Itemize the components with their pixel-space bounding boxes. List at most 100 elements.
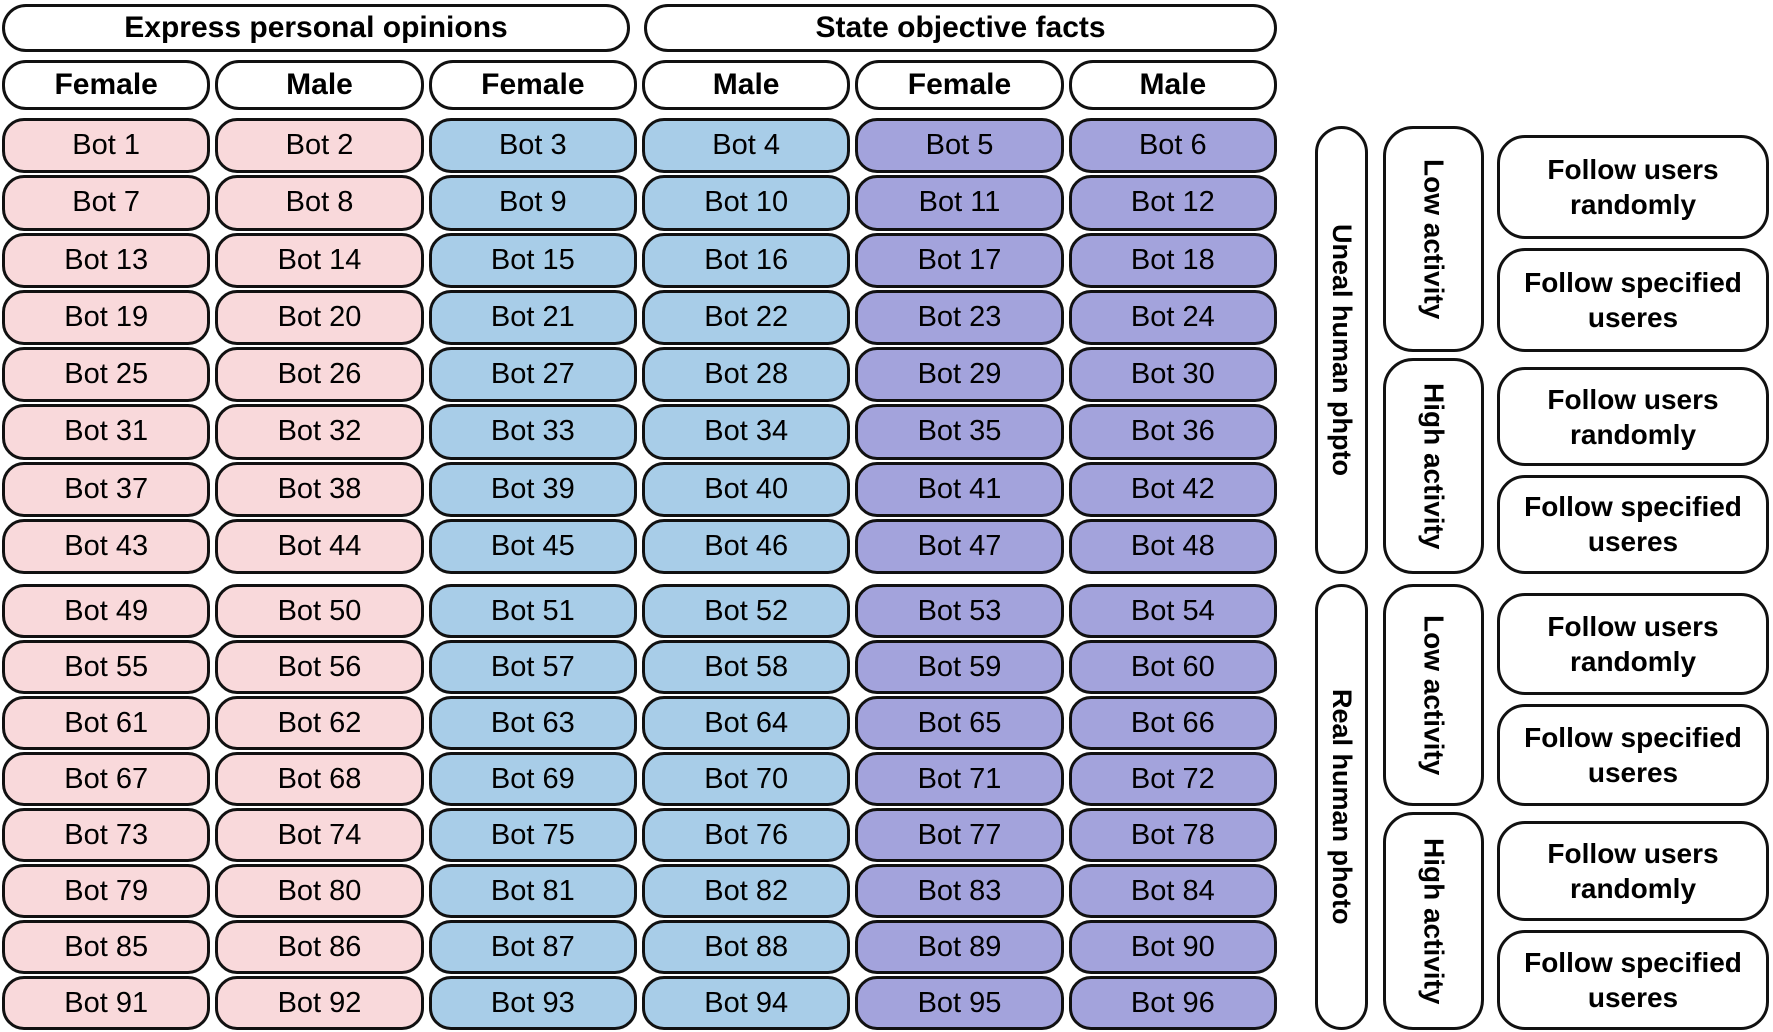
- bot-pill: Bot 96: [1068, 976, 1277, 1030]
- bot-pill: Bot 50: [215, 584, 424, 638]
- bot-pill: Bot 18: [1068, 232, 1277, 288]
- bot-pill: Bot 26: [215, 347, 424, 403]
- bot-pill: Bot 66: [1068, 696, 1277, 750]
- strategy-box-follow-randomly: Follow users randomly: [1497, 821, 1769, 922]
- bot-pill: Bot 39: [428, 461, 637, 517]
- bot-pill: Bot 54: [1068, 584, 1277, 638]
- bot-pill: Bot 77: [855, 808, 1064, 862]
- activity-label-text: High activity: [1418, 382, 1450, 550]
- bot-pill: Bot 44: [215, 518, 424, 574]
- bot-pill: Bot 41: [855, 461, 1064, 517]
- activity-label-text: Low activity: [1418, 614, 1450, 776]
- strategy-box-follow-randomly: Follow users randomly: [1497, 593, 1769, 696]
- strategy-box-follow-specified: Follow specified useres: [1497, 703, 1769, 806]
- activity-label-text: Low activity: [1418, 158, 1450, 320]
- bot-pill: Bot 20: [215, 289, 424, 345]
- bot-pill: Bot 85: [2, 920, 211, 974]
- bot-pill: Bot 90: [1068, 920, 1277, 974]
- gender-header-female: Female: [855, 60, 1064, 110]
- photo-group-label-real: Real human photo: [1315, 584, 1368, 1030]
- bot-pill: Bot 60: [1068, 640, 1277, 694]
- bot-pill: Bot 40: [641, 461, 851, 517]
- bot-pill: Bot 78: [1068, 808, 1277, 862]
- gender-header-male: Male: [1068, 60, 1277, 110]
- bot-pill: Bot 80: [215, 864, 424, 918]
- bot-pill: Bot 6: [1068, 118, 1277, 174]
- bot-pill: Bot 56: [215, 640, 424, 694]
- bot-pill: Bot 55: [2, 640, 211, 694]
- bot-pill: Bot 67: [2, 752, 211, 806]
- activity-label-low: Low activity: [1383, 126, 1484, 352]
- bot-pill: Bot 7: [2, 175, 211, 231]
- bot-pill: Bot 32: [215, 404, 424, 460]
- bot-pill: Bot 76: [641, 808, 851, 862]
- bot-pill: Bot 94: [641, 976, 851, 1030]
- bot-pill: Bot 34: [641, 404, 851, 460]
- activity-label-text: High activity: [1418, 837, 1450, 1005]
- bot-pill: Bot 64: [641, 696, 851, 750]
- bot-pill: Bot 38: [215, 461, 424, 517]
- bot-pill: Bot 82: [641, 864, 851, 918]
- bot-pill: Bot 45: [428, 518, 637, 574]
- gender-header-male: Male: [641, 60, 851, 110]
- bot-pill: Bot 48: [1068, 518, 1277, 574]
- bot-pill: Bot 63: [428, 696, 637, 750]
- bot-pill: Bot 31: [2, 404, 211, 460]
- bot-pill: Bot 92: [215, 976, 424, 1030]
- bot-pill: Bot 87: [428, 920, 637, 974]
- gender-header-female: Female: [428, 60, 637, 110]
- strategy-box-follow-specified: Follow specified useres: [1497, 929, 1769, 1030]
- bot-pill: Bot 22: [641, 289, 851, 345]
- bot-pill: Bot 49: [2, 584, 211, 638]
- bot-pill: Bot 35: [855, 404, 1064, 460]
- bot-pill: Bot 1: [2, 118, 211, 174]
- bot-pill: Bot 59: [855, 640, 1064, 694]
- opinion-type-header-row: Express personal opinions State objectiv…: [2, 4, 1277, 52]
- bot-pill: Bot 23: [855, 289, 1064, 345]
- bot-pill: Bot 68: [215, 752, 424, 806]
- activity-label-high: High activity: [1383, 812, 1484, 1030]
- bot-pill: Bot 74: [215, 808, 424, 862]
- bot-pill: Bot 51: [428, 584, 637, 638]
- photo-group-label-text: Uneal human phpto: [1327, 224, 1357, 476]
- gender-header-female: Female: [2, 60, 211, 110]
- bot-pill: Bot 73: [2, 808, 211, 862]
- bot-pill: Bot 5: [855, 118, 1064, 174]
- bot-pill: Bot 21: [428, 289, 637, 345]
- bot-pill: Bot 61: [2, 696, 211, 750]
- bot-pill: Bot 81: [428, 864, 637, 918]
- bot-pill: Bot 86: [215, 920, 424, 974]
- photo-group-label-unreal: Uneal human phpto: [1315, 126, 1368, 574]
- bot-pill: Bot 30: [1068, 347, 1277, 403]
- bot-pill: Bot 33: [428, 404, 637, 460]
- bot-pill: Bot 57: [428, 640, 637, 694]
- bot-pill: Bot 9: [428, 175, 637, 231]
- strategy-box-follow-randomly: Follow users randomly: [1497, 135, 1769, 240]
- bot-pill: Bot 11: [855, 175, 1064, 231]
- bot-pill: Bot 69: [428, 752, 637, 806]
- bot-pill: Bot 14: [215, 232, 424, 288]
- bot-pill: Bot 2: [215, 118, 424, 174]
- bot-pill: Bot 75: [428, 808, 637, 862]
- bot-pill: Bot 83: [855, 864, 1064, 918]
- bot-pill: Bot 4: [641, 118, 851, 174]
- photo-group-label-text: Real human photo: [1327, 689, 1357, 925]
- bot-pill: Bot 37: [2, 461, 211, 517]
- bot-pill: Bot 3: [428, 118, 637, 174]
- bot-pill: Bot 42: [1068, 461, 1277, 517]
- bot-pill: Bot 43: [2, 518, 211, 574]
- bot-grid-area: Express personal opinions State objectiv…: [2, 4, 1277, 1030]
- bot-pill: Bot 25: [2, 347, 211, 403]
- bot-pill: Bot 15: [428, 232, 637, 288]
- bot-pill: Bot 19: [2, 289, 211, 345]
- bot-pill: Bot 28: [641, 347, 851, 403]
